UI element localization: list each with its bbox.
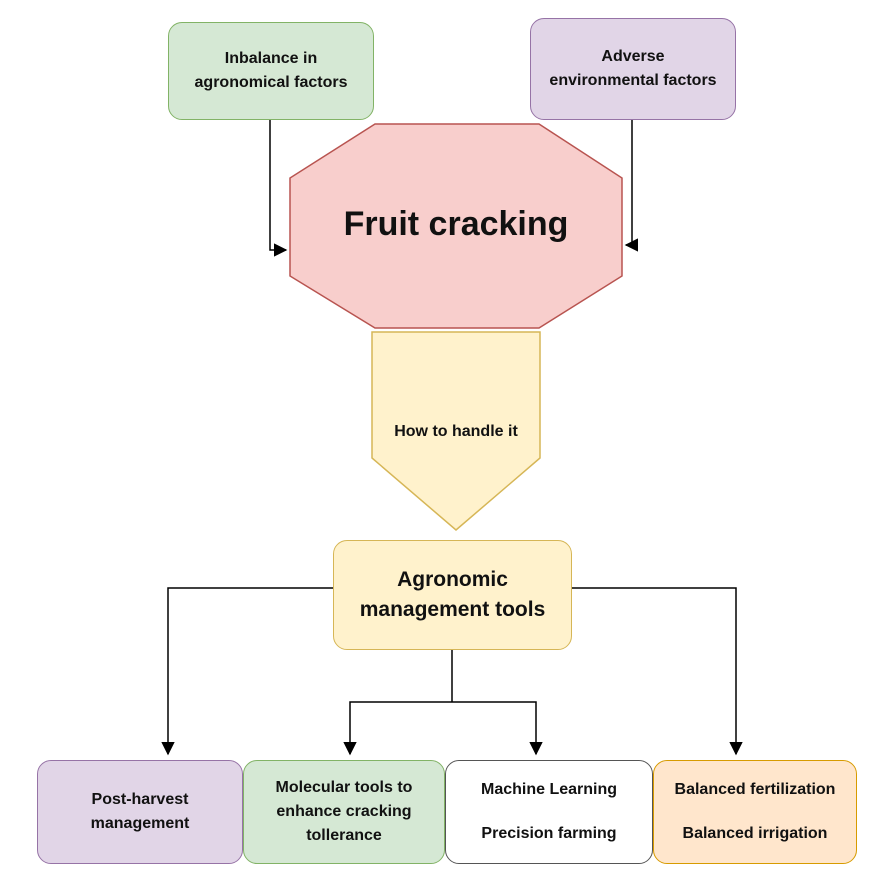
connector-imbalance-to-cracking (269, 120, 288, 257)
molecular-line-1: Molecular tools to (275, 779, 413, 796)
connector-tools-to-tech (452, 701, 543, 756)
imbalance-line-2: agronomical factors (194, 74, 348, 91)
molecular-line-2: enhance cracking (276, 803, 412, 820)
fruit-cracking-title: Fruit cracking (343, 205, 569, 243)
tools-line-2: management tools (359, 598, 546, 621)
connector-tools-to-post-harvest (161, 587, 333, 756)
how-to-handle-label: How to handle it (394, 423, 518, 440)
agronomic-tools-box: Agronomic management tools (333, 540, 572, 650)
adverse-line-2: environmental factors (549, 72, 717, 89)
molecular-line-3: tollerance (306, 827, 382, 844)
connector-tools-to-molecular (343, 701, 452, 756)
molecular-tools-box: Molecular tools to enhance cracking toll… (243, 760, 445, 864)
balanced-box: Balanced fertilization Balanced irrigati… (653, 760, 857, 864)
fruit-cracking-octagon (289, 123, 623, 329)
connector-tools-to-balanced (572, 587, 743, 756)
post-harvest-line-1: Post-harvest (91, 791, 189, 808)
tools-line-1: Agronomic (397, 568, 508, 591)
imbalance-agronomical-box: Inbalance in agronomical factors (168, 22, 374, 120)
how-to-handle-pentagon (371, 331, 541, 531)
imbalance-line-1: Inbalance in (224, 50, 318, 67)
balanced-line-1: Balanced fertilization (674, 781, 836, 798)
balanced-line-2: Balanced irrigation (682, 825, 828, 842)
machine-learning-box: Machine Learning Precision farming (445, 760, 653, 864)
post-harvest-box: Post-harvest management (37, 760, 243, 864)
tech-line-1: Machine Learning (480, 781, 618, 798)
adverse-line-1: Adverse (601, 48, 665, 65)
adverse-environmental-box: Adverse environmental factors (530, 18, 736, 120)
tech-line-2: Precision farming (481, 825, 617, 842)
post-harvest-line-2: management (90, 815, 190, 832)
connector-environment-to-cracking (624, 120, 639, 252)
